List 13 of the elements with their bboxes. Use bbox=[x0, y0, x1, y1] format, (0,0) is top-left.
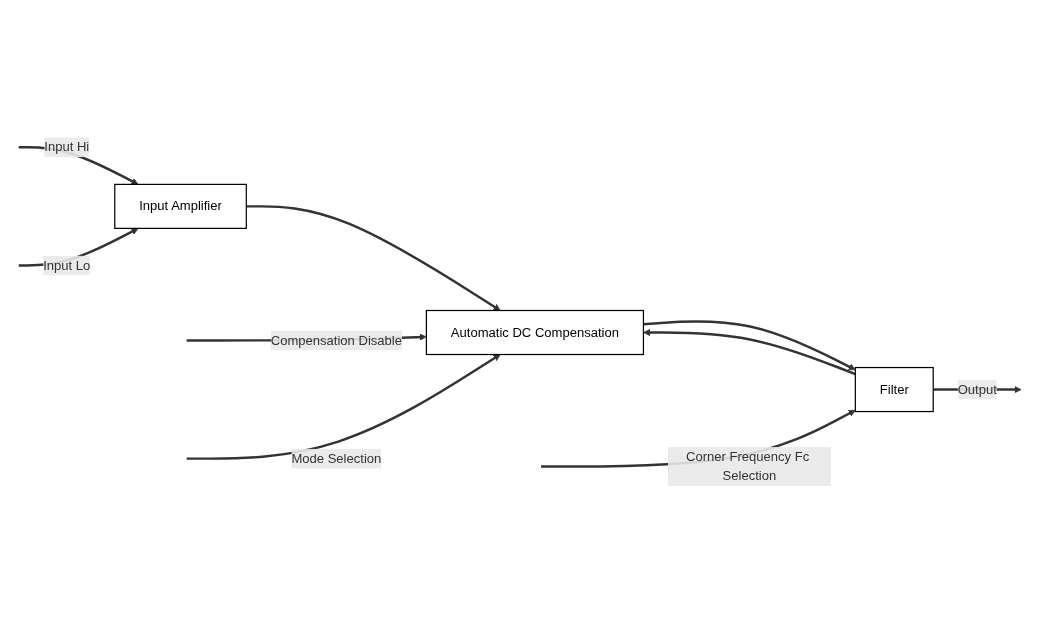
arrow bbox=[643, 329, 856, 376]
edge-label: Compensation Disable bbox=[270, 333, 402, 348]
edge-label: Input Hi bbox=[44, 140, 90, 154]
arrow bbox=[246, 205, 501, 311]
node-box: Filter bbox=[854, 367, 934, 413]
arrow bbox=[643, 320, 856, 371]
edge-label: Corner Frequency Fc Selection bbox=[685, 449, 810, 484]
node-box: Input Amplifier bbox=[114, 183, 247, 230]
edge-label: Output bbox=[957, 382, 997, 397]
edge-label: Input Lo bbox=[43, 258, 91, 273]
edge-label: Mode Selection bbox=[291, 451, 382, 466]
node-box: Automatic DC Compensation bbox=[425, 310, 645, 356]
arrow bbox=[186, 354, 501, 460]
